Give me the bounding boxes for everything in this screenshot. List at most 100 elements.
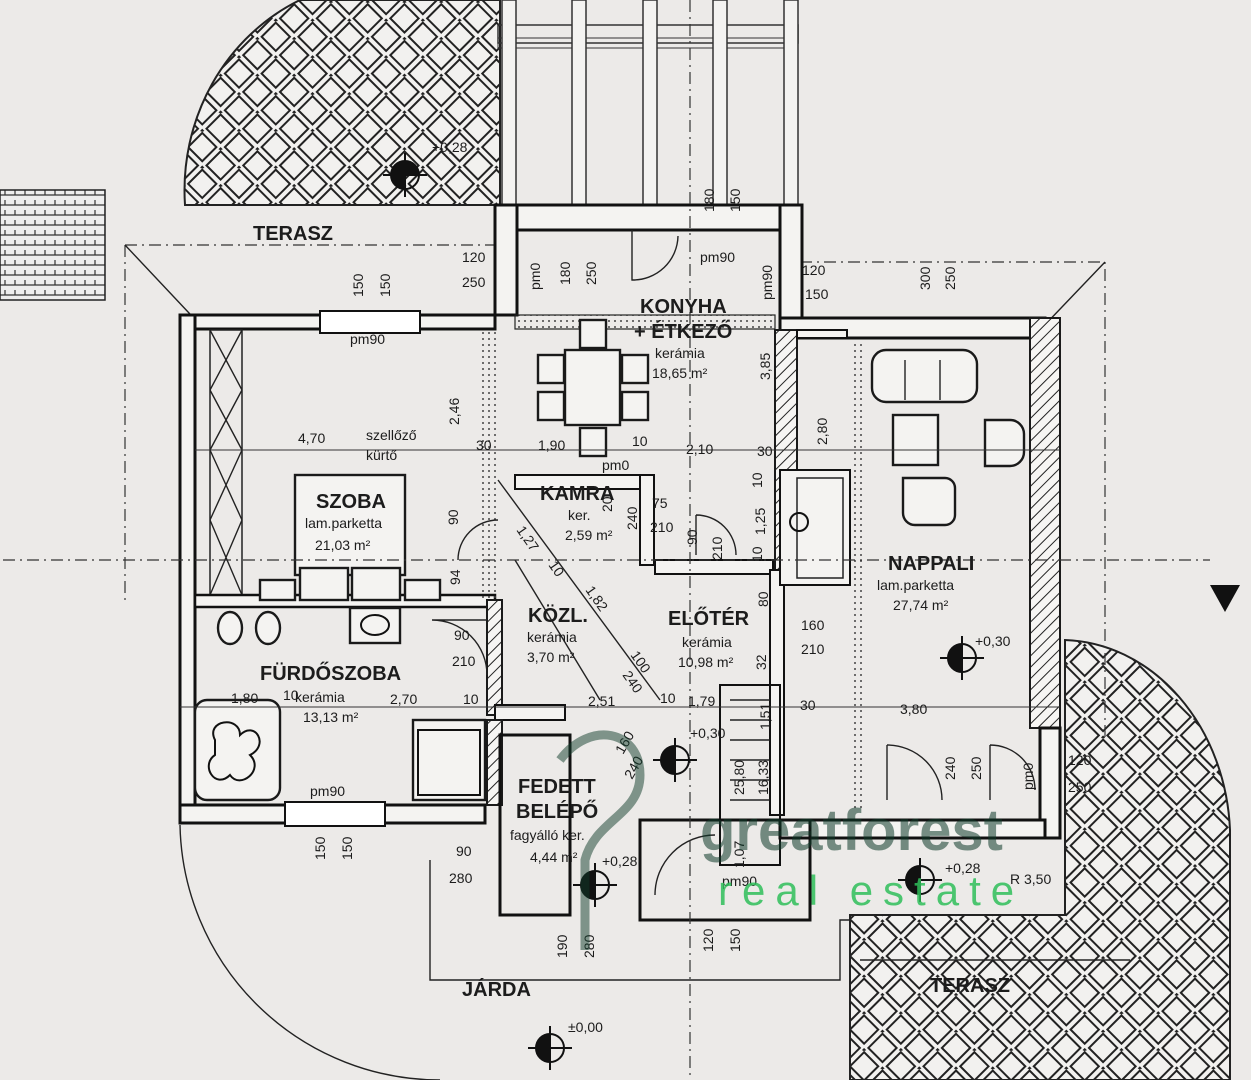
level-fedett: +0,28	[602, 853, 638, 869]
level-terasz-top: +0,28	[432, 139, 468, 155]
dim: 280	[449, 870, 473, 886]
dim: 120	[1068, 752, 1092, 768]
watermark: greatforest real estate	[556, 730, 1024, 950]
dim-v: 150	[312, 836, 328, 860]
level-markers	[383, 153, 984, 1070]
dim-v: 120	[700, 928, 716, 952]
label-eloter: ELŐTÉR	[668, 607, 750, 630]
furdo-area: 13,13 m²	[303, 709, 359, 725]
dim: 160	[801, 617, 825, 633]
dim: 2,51	[588, 693, 615, 709]
dim: 1,90	[538, 437, 565, 453]
room-labels: TERASZ KONYHA + ÉTKEZŐ kerámia 18,65 m² …	[253, 223, 1010, 1001]
dim-v: 2,80	[814, 418, 830, 445]
label-fedett: FEDETT	[518, 776, 596, 798]
dim: pm90	[700, 249, 735, 265]
eloter-floor: kerámia	[682, 634, 732, 650]
dim: 210	[801, 641, 825, 657]
dim: pm90	[310, 783, 345, 799]
dim: 1,80	[231, 690, 258, 706]
label-etkezo: + ÉTKEZŐ	[634, 320, 732, 343]
dim: 210	[650, 519, 674, 535]
dim: pm90	[722, 873, 757, 889]
dim-v: 240	[942, 756, 958, 780]
dim-v: 240	[624, 506, 640, 530]
note-kurto: kürtő	[366, 447, 397, 463]
dim: pm90	[350, 331, 385, 347]
dim-v: 1,07	[731, 841, 747, 868]
dim-v: 150	[377, 273, 393, 297]
dim: 10	[283, 687, 299, 703]
dim-v: 32	[753, 654, 769, 670]
kamra-floor: ker.	[568, 507, 591, 523]
dim: 120	[802, 262, 826, 278]
furdo-floor: kerámia	[295, 689, 345, 705]
dim: 120	[462, 249, 486, 265]
fedett-area: 4,44 m²	[530, 849, 578, 865]
dim-v: 20	[599, 496, 615, 512]
level-eloter: +0,30	[690, 725, 726, 741]
watermark-tagline: real estate	[718, 867, 1024, 914]
label-terasz-top: TERASZ	[253, 223, 333, 245]
dim-v: 10	[749, 546, 765, 562]
pergola	[497, 0, 799, 216]
radius-label: R 3,50	[1010, 871, 1051, 887]
dim: pm0	[602, 457, 629, 473]
level-terasz-right: +0,28	[945, 860, 981, 876]
path-curve	[179, 824, 441, 1080]
dim: 250	[1068, 779, 1092, 795]
level-jarda: ±0,00	[568, 1019, 603, 1035]
brick-strip	[0, 189, 106, 301]
dim: 1,79	[688, 693, 715, 709]
dimension-lines	[3, 0, 1240, 1080]
dim: 4,70	[298, 430, 325, 446]
dim-v: 250	[942, 266, 958, 290]
walkway-outline	[429, 860, 850, 981]
dim: 90	[456, 843, 472, 859]
eloter-area: 10,98 m²	[678, 654, 734, 670]
dim-v: 150	[339, 836, 355, 860]
dim-v: 25,80	[731, 760, 747, 795]
label-nappali: NAPPALI	[888, 553, 974, 575]
szoba-area: 21,03 m²	[315, 537, 371, 553]
watermark-brand: greatforest	[700, 798, 1003, 863]
kozl-floor: kerámia	[527, 629, 577, 645]
dim: 90	[454, 627, 470, 643]
dim: 10	[463, 691, 479, 707]
dim: 2,10	[686, 441, 713, 457]
doors	[431, 230, 1036, 801]
label-szoba: SZOBA	[316, 491, 386, 513]
nappali-area: 27,74 m²	[893, 597, 949, 613]
fedett-floor: fagyálló ker.	[510, 827, 585, 843]
level-nappali: +0,30	[975, 633, 1011, 649]
label-furdoszoba: FÜRDŐSZOBA	[260, 662, 401, 685]
dim-v: 3,85	[757, 353, 773, 380]
dim: 75	[652, 495, 668, 511]
dim-v: 90	[445, 509, 461, 525]
note-szellozo: szellőző	[366, 427, 417, 443]
dim-v: 16,33	[755, 760, 771, 795]
label-kamra: KAMRA	[540, 483, 614, 505]
label-kozl: KÖZL.	[528, 604, 588, 627]
dim-v: 250	[583, 261, 599, 285]
dim: 2,70	[390, 691, 417, 707]
nappali-floor: lam.parketta	[877, 577, 954, 593]
dim-v: 300	[917, 266, 933, 290]
dimension-labels: 120 250 pm90 120 150 pm90 4,70 30 1,90 1…	[231, 249, 1092, 889]
furniture	[193, 318, 1026, 802]
dim-v: 1,51	[757, 703, 773, 730]
label-terasz-bottom: TERASZ	[930, 975, 1010, 997]
dim: 30	[757, 443, 773, 459]
dim: 210	[452, 653, 476, 669]
dim-v: 180	[701, 188, 717, 212]
label-belepo: BELÉPŐ	[516, 800, 598, 823]
dim-v: pm0	[527, 263, 543, 290]
dim-v: 10	[749, 472, 765, 488]
dim-v: pm0	[1020, 763, 1036, 790]
terrace-top-paving	[183, 0, 501, 206]
terrace-right-paving	[849, 638, 1231, 1080]
szoba-floor: lam.parketta	[305, 515, 382, 531]
dim-v: 250	[968, 756, 984, 780]
dim: 30	[476, 437, 492, 453]
dim-v: 90	[684, 529, 700, 545]
